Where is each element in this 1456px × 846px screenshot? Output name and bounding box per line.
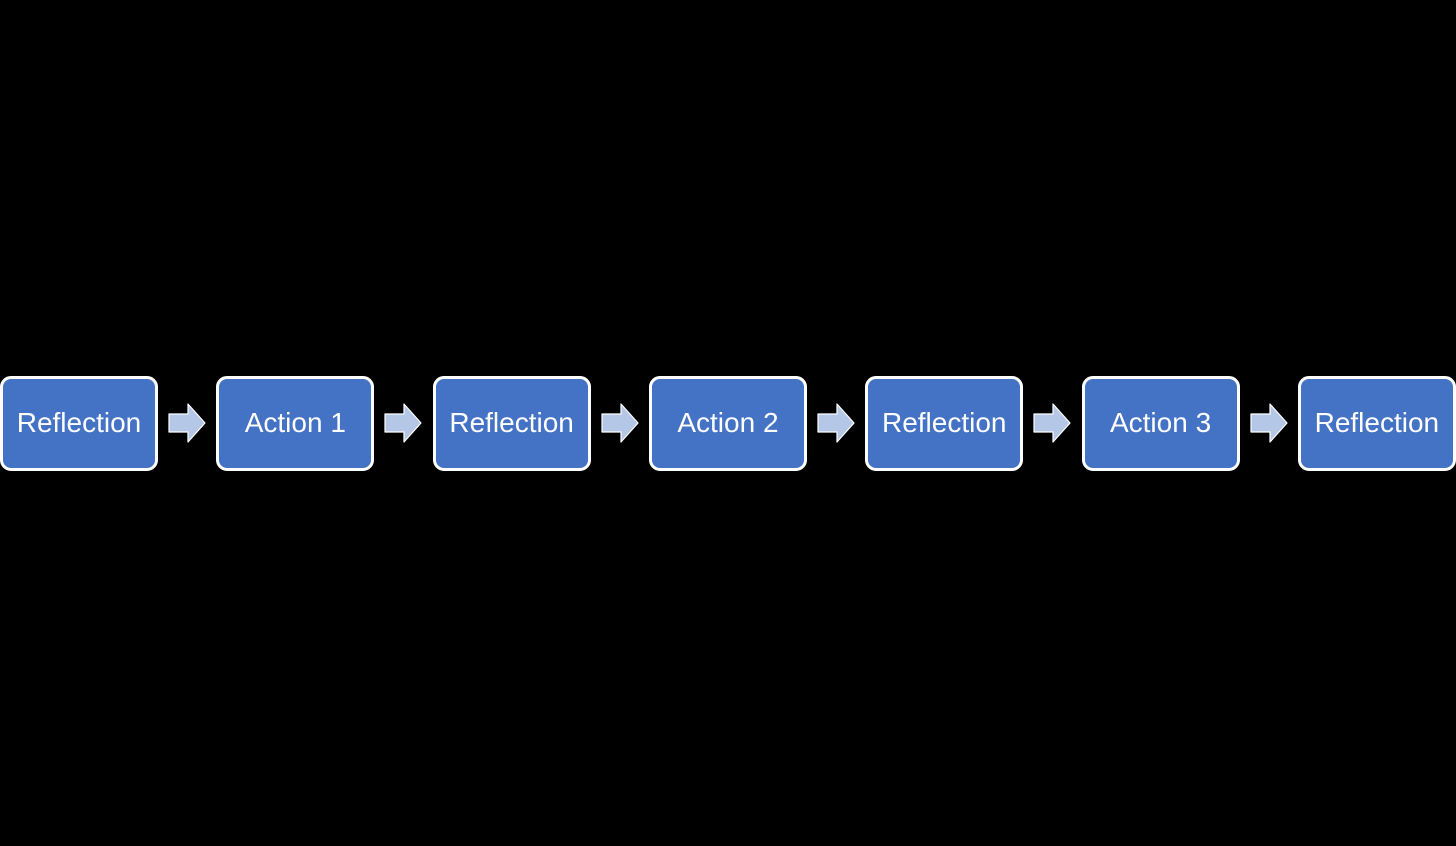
- flow-node-action-2: Action 2: [648, 375, 807, 471]
- flow-node-reflection-4: Reflection: [1297, 375, 1456, 471]
- right-arrow-icon: [1033, 402, 1072, 444]
- right-arrow-icon: [1250, 402, 1288, 444]
- flow-node-reflection-1: Reflection: [0, 375, 158, 471]
- flow-node-reflection-3: Reflection: [865, 375, 1024, 471]
- flow-node-label: Reflection: [16, 407, 142, 438]
- flow-node-reflection-2: Reflection: [432, 375, 591, 471]
- right-arrow-icon: [601, 402, 639, 444]
- flow-node-label: Action 1: [244, 407, 346, 438]
- flow-node-label: Reflection: [881, 407, 1007, 438]
- flow-node-label: Reflection: [449, 407, 574, 438]
- right-arrow-icon: [168, 402, 206, 444]
- flow-node-label: Reflection: [1314, 407, 1440, 438]
- flow-node-label: Action 2: [677, 407, 779, 438]
- right-arrow-icon: [817, 402, 855, 444]
- flow-node-action-3: Action 3: [1081, 375, 1240, 471]
- process-flow-diagram: Reflection Action 1 Reflection Action 2 …: [0, 375, 1456, 471]
- flow-node-action-1: Action 1: [216, 375, 375, 471]
- flow-node-label: Action 3: [1109, 407, 1212, 438]
- right-arrow-icon: [384, 402, 423, 444]
